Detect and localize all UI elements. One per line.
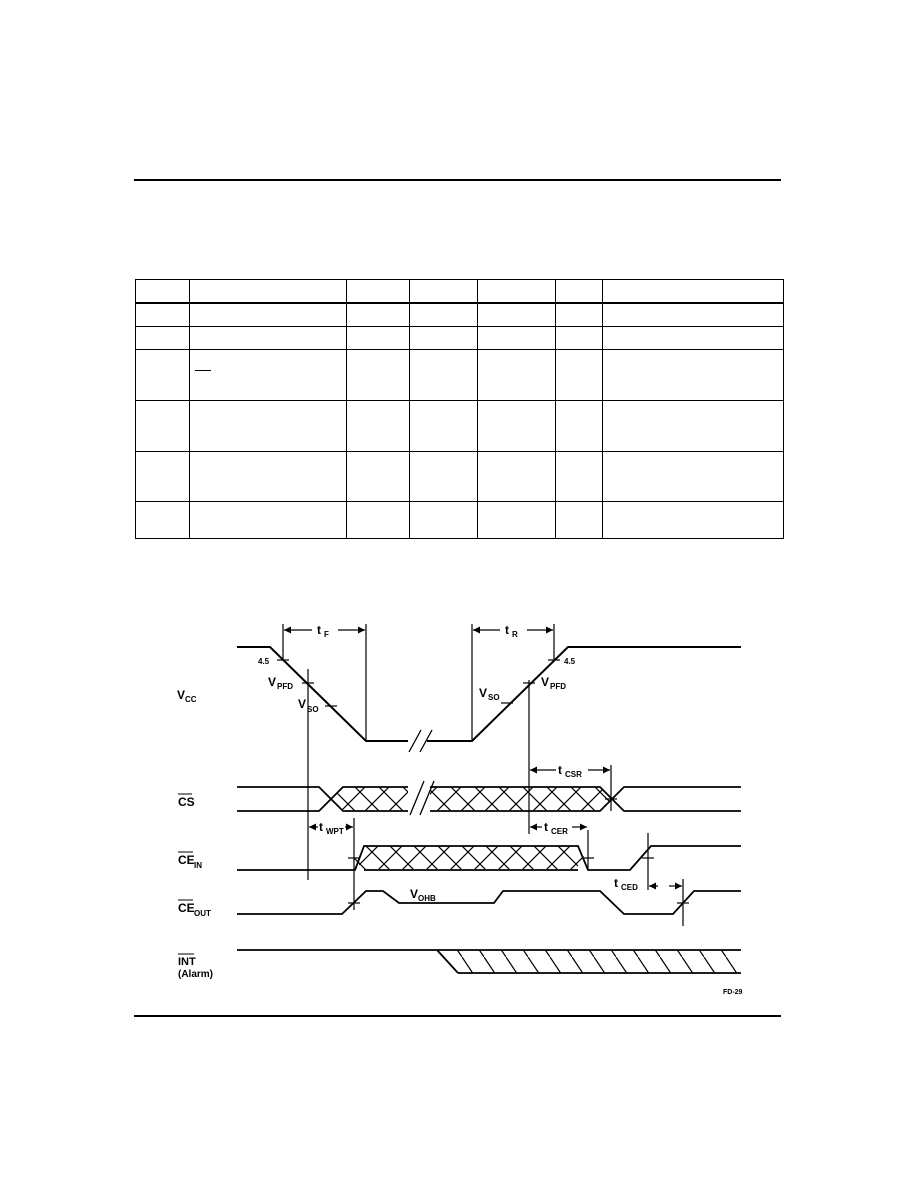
table-header-row bbox=[135, 279, 784, 304]
svg-text:V: V bbox=[541, 675, 549, 689]
vpfd-left-label: V PFD bbox=[268, 675, 293, 691]
top-rule bbox=[134, 179, 781, 181]
figure-id: FD-29 bbox=[723, 989, 743, 996]
svg-text:INT: INT bbox=[178, 956, 196, 968]
svg-text:t: t bbox=[319, 820, 323, 834]
tf-label: t F bbox=[317, 623, 329, 639]
vcc-waveform bbox=[237, 646, 741, 742]
svg-text:OUT: OUT bbox=[194, 909, 211, 918]
svg-text:CED: CED bbox=[621, 883, 638, 892]
vpfd-right-label: V PFD bbox=[541, 675, 566, 691]
cein-waveform bbox=[237, 845, 741, 871]
svg-text:t: t bbox=[558, 763, 562, 777]
vcc-break-mark bbox=[408, 729, 433, 753]
tced-label: t CED bbox=[614, 876, 638, 892]
svg-text:WPT: WPT bbox=[326, 827, 344, 836]
cs-label: CS bbox=[178, 793, 195, 809]
table-row bbox=[135, 326, 784, 350]
svg-text:CC: CC bbox=[185, 695, 197, 704]
svg-text:t: t bbox=[544, 820, 548, 834]
svg-text:PFD: PFD bbox=[277, 682, 293, 691]
dimension-arrows bbox=[284, 626, 682, 890]
crossing-marks bbox=[277, 659, 689, 904]
twpt-label: t WPT bbox=[319, 820, 344, 836]
svg-text:CE: CE bbox=[178, 901, 195, 915]
tcsr-label: t CSR bbox=[558, 763, 582, 779]
vcc-label: V CC bbox=[177, 688, 197, 704]
ceout-label: CE OUT bbox=[178, 899, 211, 918]
svg-text:CSR: CSR bbox=[565, 770, 582, 779]
vso-right-label: V SO bbox=[479, 686, 500, 702]
svg-text:t: t bbox=[317, 623, 321, 637]
table-row bbox=[135, 302, 784, 327]
svg-text:V: V bbox=[268, 675, 276, 689]
svg-text:R: R bbox=[512, 630, 518, 639]
svg-text:CS: CS bbox=[178, 795, 195, 809]
tcer-label: t CER bbox=[544, 820, 568, 836]
vso-left-label: V SO bbox=[298, 697, 319, 714]
table-row bbox=[135, 501, 784, 539]
threshold-4.5-right-label: 4.5 bbox=[564, 657, 576, 666]
svg-text:SO: SO bbox=[307, 705, 319, 714]
bottom-rule bbox=[134, 1015, 781, 1017]
overbar-mark bbox=[195, 370, 211, 371]
ceout-waveform bbox=[237, 890, 741, 915]
int-waveform bbox=[237, 949, 741, 974]
svg-text:CE: CE bbox=[178, 853, 195, 867]
svg-text:t: t bbox=[505, 623, 509, 637]
table-row bbox=[135, 349, 784, 401]
svg-text:V: V bbox=[410, 887, 418, 901]
svg-text:(Alarm): (Alarm) bbox=[178, 969, 213, 980]
table-row bbox=[135, 400, 784, 452]
svg-text:OHB: OHB bbox=[418, 894, 436, 903]
svg-text:F: F bbox=[324, 630, 329, 639]
svg-text:IN: IN bbox=[194, 861, 202, 870]
svg-text:SO: SO bbox=[488, 693, 500, 702]
svg-text:CER: CER bbox=[551, 827, 568, 836]
cs-waveform bbox=[237, 780, 741, 816]
svg-text:PFD: PFD bbox=[550, 682, 566, 691]
svg-text:V: V bbox=[177, 688, 185, 702]
svg-text:V: V bbox=[479, 686, 487, 700]
threshold-4.5-left-label: 4.5 bbox=[258, 657, 270, 666]
cein-label: CE IN bbox=[178, 851, 202, 870]
svg-text:t: t bbox=[614, 876, 618, 890]
vohb-label: V OHB bbox=[410, 887, 436, 903]
spec-table bbox=[135, 279, 784, 539]
svg-text:V: V bbox=[298, 697, 306, 711]
int-label: INT (Alarm) bbox=[178, 953, 213, 980]
timing-reference-lines bbox=[282, 624, 684, 926]
tr-label: t R bbox=[505, 623, 518, 639]
table-row bbox=[135, 451, 784, 502]
